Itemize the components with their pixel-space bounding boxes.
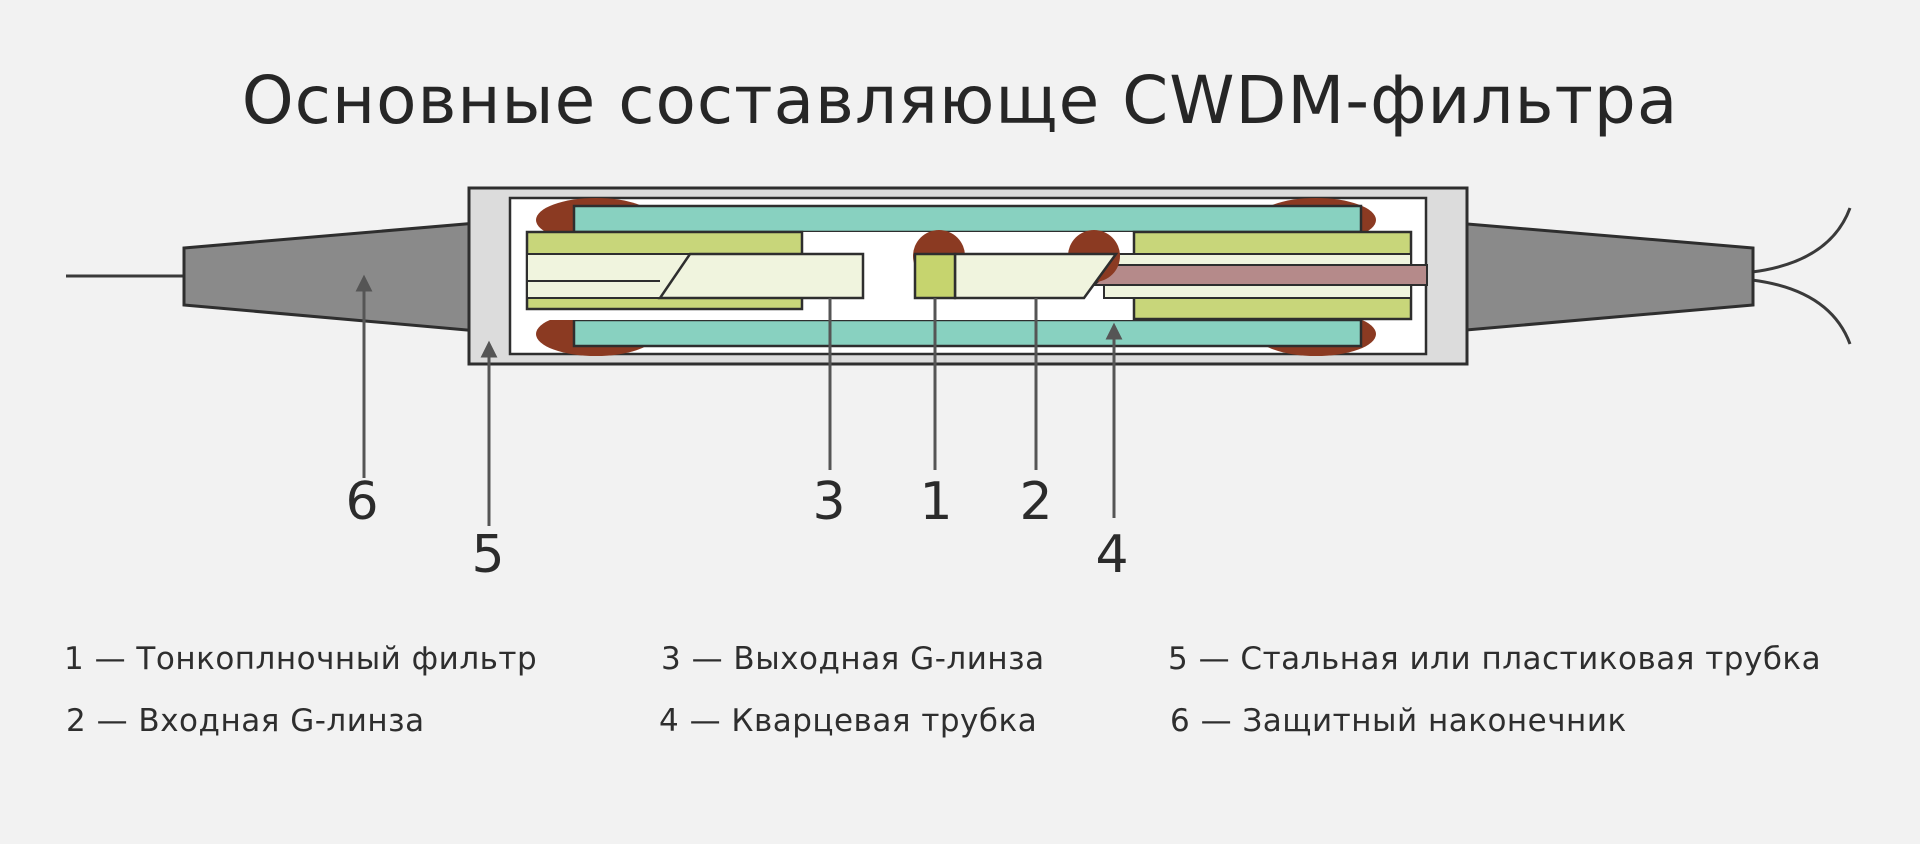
quartz-tube-bottom (572, 318, 1363, 348)
callout-5: 5 (471, 525, 505, 585)
quartz-tube-top (572, 204, 1363, 234)
callout-2: 2 (1019, 472, 1053, 532)
output-fiber-upper (1751, 207, 1852, 274)
right-fiber-core (1091, 264, 1428, 286)
callout-6: 6 (345, 472, 379, 532)
leader-lines (355, 274, 1123, 526)
left-protective-boot (182, 218, 514, 336)
callout-4: 4 (1095, 525, 1129, 585)
diagram-title: Основные составляюще CWDM-фильтра (241, 62, 1679, 139)
right-protective-boot (1418, 218, 1755, 336)
legend-item-6: 6 — Защитный наконечник (1170, 703, 1627, 739)
legend-item-1: 1 — Тонкоплночный фильтр (64, 641, 538, 677)
legend-item-4: 4 — Кварцевая трубка (659, 703, 1038, 739)
output-g-lens (657, 252, 865, 300)
output-fiber-lower (1751, 278, 1852, 345)
legend-item-2: 2 — Входная G-линза (66, 703, 425, 739)
thin-film-filter (913, 252, 957, 300)
callout-1: 1 (919, 472, 953, 532)
legend-item-3: 3 — Выходная G-линза (661, 641, 1045, 677)
callout-3: 3 (812, 472, 846, 532)
legend-item-5: 5 — Стальная или пластиковая трубка (1168, 641, 1822, 677)
